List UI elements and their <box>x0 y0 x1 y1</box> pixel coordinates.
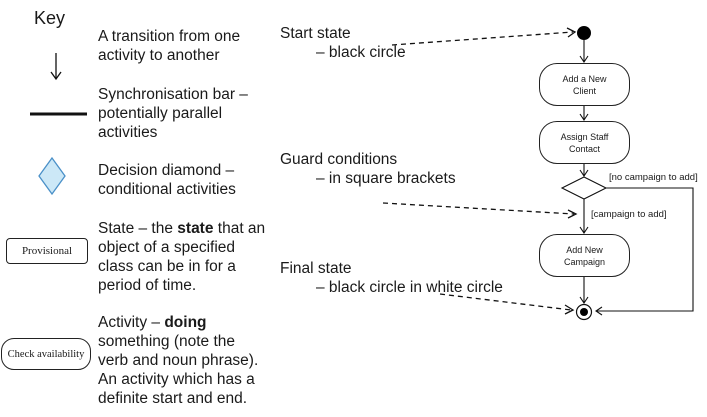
sync-bar-description: Synchronisation bar – potentially parall… <box>98 86 248 141</box>
transition-arrow-icon <box>50 53 62 81</box>
guard-campaign-label: [campaign to add] <box>591 209 667 220</box>
state-example-box: Provisional <box>6 238 88 264</box>
state-description: State – the state that an object of a sp… <box>98 220 266 294</box>
guard-no-campaign-label: [no campaign to add] <box>609 172 698 183</box>
guard-pointer-dashed <box>382 202 575 215</box>
final-state-annotation: Final state – black circle in white circ… <box>280 260 503 296</box>
decision-node <box>560 176 608 200</box>
activity-example-box: Check availability <box>1 338 91 370</box>
start-state-annotation: Start state – black circle <box>280 25 406 61</box>
activity-description: Activity – doing something (note the ver… <box>98 314 259 407</box>
decision-description: Decision diamond – conditional activitie… <box>98 162 236 198</box>
transition-description: A transition from one activity to anothe… <box>98 28 241 64</box>
start-pointer-dashed <box>391 31 574 46</box>
guard-conditions-annotation: Guard conditions – in square brackets <box>280 151 456 187</box>
sync-bar-icon <box>30 112 87 116</box>
key-title: Key <box>34 8 66 28</box>
decision-diamond-icon <box>38 157 66 195</box>
start-state-node <box>577 26 591 40</box>
final-pointer-dashed <box>439 293 572 311</box>
